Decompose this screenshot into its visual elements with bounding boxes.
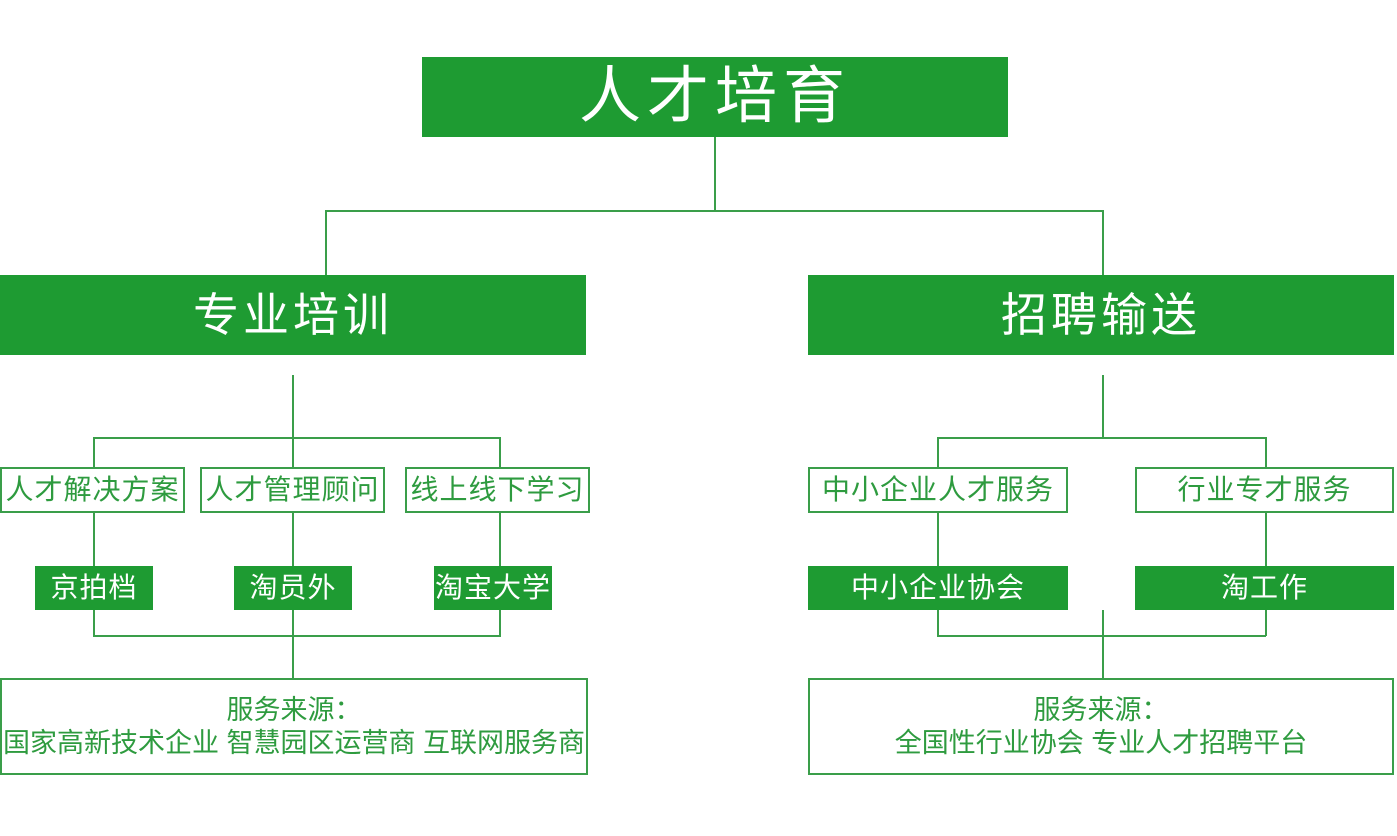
- node-service-talent-solution[interactable]: 人才解决方案: [0, 467, 185, 513]
- connector-root-drop-right: [1102, 210, 1104, 275]
- connector-right-drop-2: [1265, 437, 1267, 467]
- connector-stem-taobao-university: [499, 513, 501, 566]
- source-right-heading: 服务来源：: [1033, 694, 1169, 725]
- connector-converge-left-stub-3: [499, 610, 501, 636]
- connector-converge-right-bar: [937, 635, 1266, 637]
- source-left-items: 国家高新技术企业 智慧园区运营商 互联网服务商: [2, 727, 585, 758]
- connector-converge-right-stub-2: [1265, 610, 1267, 636]
- connector-converge-right-stem: [1102, 610, 1104, 678]
- connector-root-stem: [714, 137, 716, 210]
- connector-converge-left-bar: [93, 635, 501, 637]
- connector-right-drop-1: [937, 437, 939, 467]
- node-service-sme-talent-service[interactable]: 中小企业人才服务: [808, 467, 1068, 513]
- connector-stem-jingpaidang: [93, 513, 95, 566]
- source-left-heading: 服务来源：: [226, 694, 362, 725]
- connector-left-branch-stem: [292, 375, 294, 437]
- connector-stem-taogongzuo: [1265, 513, 1267, 566]
- connector-converge-left-stem: [292, 635, 294, 678]
- connector-left-drop-1: [93, 437, 95, 467]
- connector-right-branch-bar: [937, 437, 1266, 439]
- node-product-taogongzuo[interactable]: 淘工作: [1135, 566, 1394, 610]
- node-product-taobao-university[interactable]: 淘宝大学: [434, 566, 552, 610]
- node-branch-professional-training[interactable]: 专业培训: [0, 275, 586, 355]
- connector-root-bar: [325, 210, 1104, 212]
- node-root[interactable]: 人才培育: [422, 57, 1008, 137]
- node-service-online-offline-learning[interactable]: 线上线下学习: [405, 467, 590, 513]
- connector-left-drop-3: [499, 437, 501, 467]
- node-product-sme-association[interactable]: 中小企业协会: [808, 566, 1068, 610]
- connector-stem-taoyuanwai: [292, 513, 294, 566]
- node-product-taoyuanwai[interactable]: 淘员外: [234, 566, 352, 610]
- connector-right-branch-stem: [1102, 375, 1104, 437]
- connector-converge-left-stub-2: [292, 610, 294, 636]
- node-source-left[interactable]: 服务来源： 国家高新技术企业 智慧园区运营商 互联网服务商: [0, 678, 588, 775]
- source-right-items: 全国性行业协会 专业人才招聘平台: [894, 727, 1308, 758]
- node-service-industry-specialist-service[interactable]: 行业专才服务: [1135, 467, 1394, 513]
- connector-root-drop-left: [325, 210, 327, 275]
- connector-converge-left-stub-1: [93, 610, 95, 636]
- connector-left-branch-bar: [93, 437, 501, 439]
- connector-converge-right-stub-1: [937, 610, 939, 636]
- node-product-jingpaidang[interactable]: 京拍档: [35, 566, 153, 610]
- connector-stem-sme-association: [937, 513, 939, 566]
- node-branch-recruitment-delivery[interactable]: 招聘输送: [808, 275, 1394, 355]
- node-service-talent-management-consulting[interactable]: 人才管理顾问: [200, 467, 385, 513]
- connector-left-drop-2: [292, 437, 294, 467]
- node-source-right[interactable]: 服务来源： 全国性行业协会 专业人才招聘平台: [808, 678, 1394, 775]
